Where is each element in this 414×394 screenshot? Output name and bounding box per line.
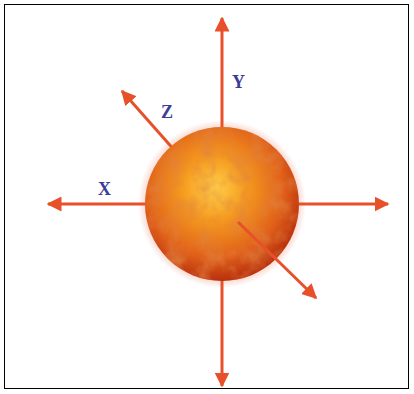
axis-label: Z xyxy=(161,103,173,121)
axis-arrows xyxy=(48,18,388,386)
down-right-arrow xyxy=(238,222,316,298)
axis-label: X xyxy=(98,180,111,198)
axis-label: Y xyxy=(232,73,245,91)
frame xyxy=(5,5,409,389)
